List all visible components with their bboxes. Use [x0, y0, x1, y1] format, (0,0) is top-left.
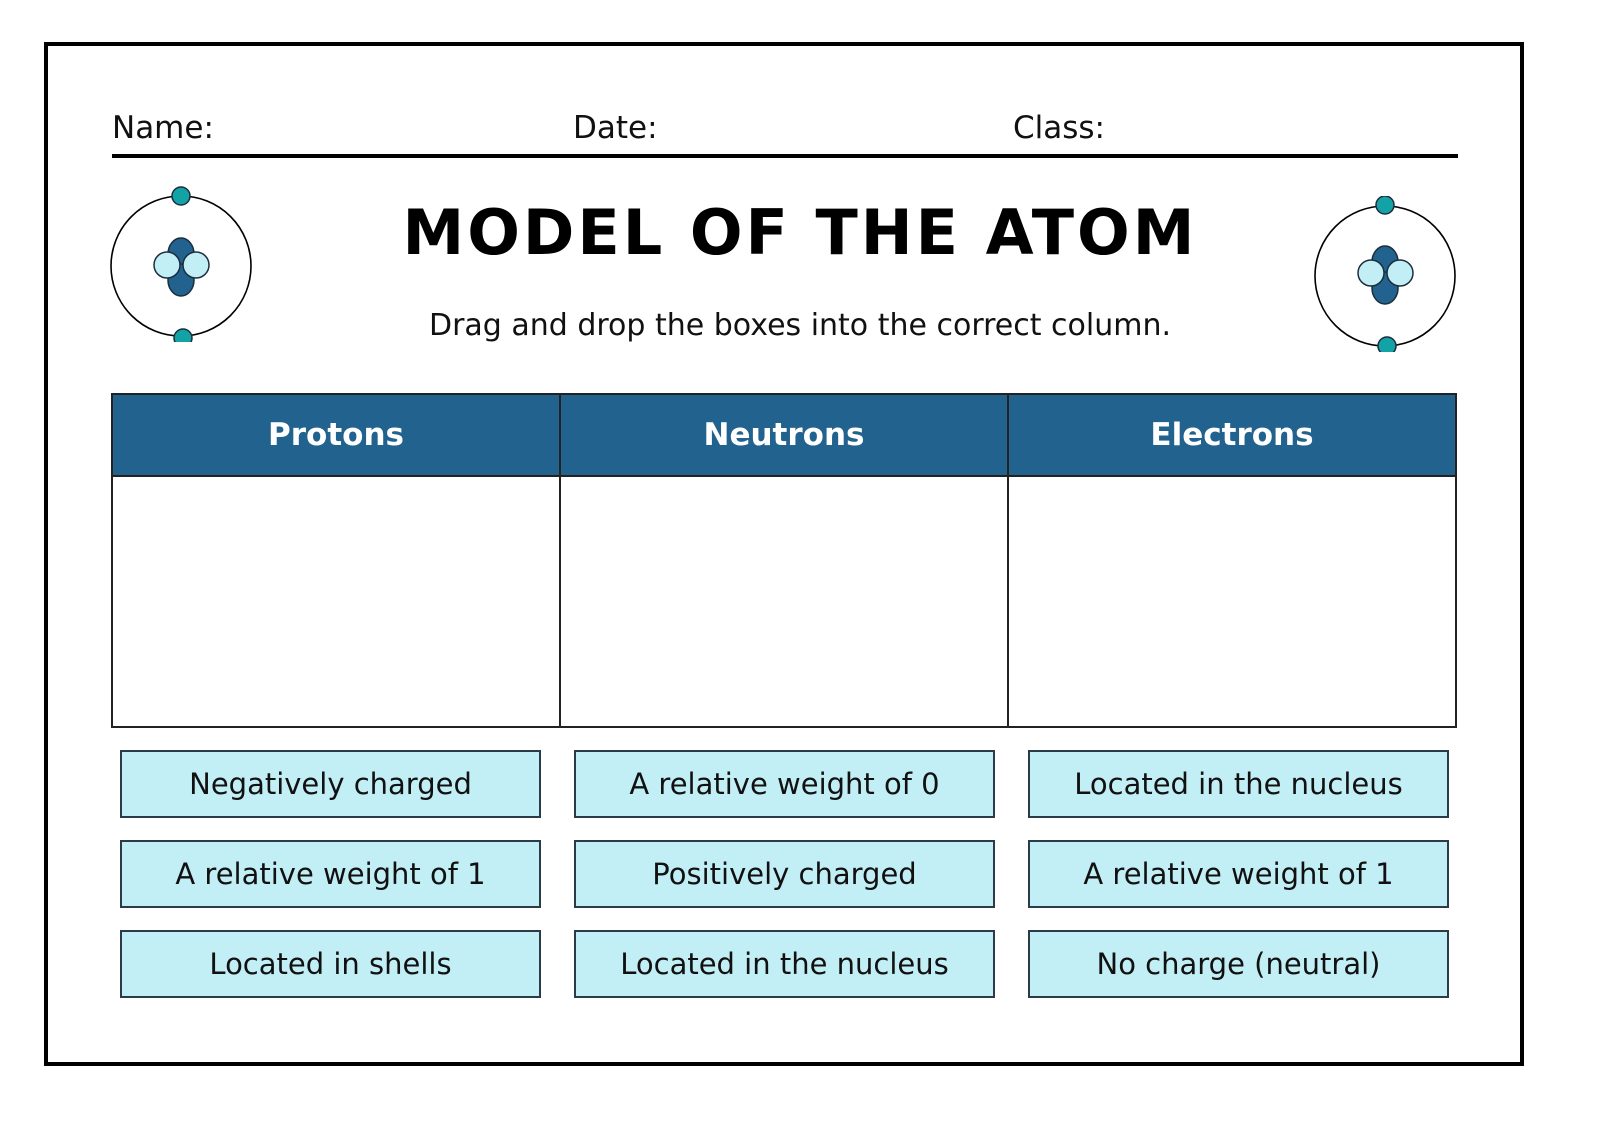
atom-icon: [108, 186, 254, 348]
draggable-card[interactable]: Positively charged: [574, 840, 995, 908]
class-label: Class:: [1013, 110, 1106, 146]
neutrons-column: Neutrons: [561, 395, 1009, 726]
protons-header: Protons: [113, 395, 559, 477]
student-info-line: Name: Date: Class:: [112, 108, 1458, 158]
electrons-column: Electrons: [1009, 395, 1455, 726]
sorting-table: Protons Neutrons Electrons: [111, 393, 1457, 728]
draggable-card[interactable]: Located in shells: [120, 930, 541, 998]
draggable-card[interactable]: Negatively charged: [120, 750, 541, 818]
instructions-text: Drag and drop the boxes into the correct…: [428, 308, 1172, 343]
draggable-card[interactable]: A relative weight of 1: [1028, 840, 1449, 908]
page-title: MODEL OF THE ATOM: [402, 196, 1198, 269]
draggable-card[interactable]: Located in the nucleus: [1028, 750, 1449, 818]
neutrons-header: Neutrons: [561, 395, 1007, 477]
electrons-drop-zone[interactable]: [1009, 477, 1455, 726]
electrons-header: Electrons: [1009, 395, 1455, 477]
protons-drop-zone[interactable]: [113, 477, 559, 726]
draggable-card[interactable]: Located in the nucleus: [574, 930, 995, 998]
draggable-card[interactable]: No charge (neutral): [1028, 930, 1449, 998]
draggable-card[interactable]: A relative weight of 0: [574, 750, 995, 818]
name-label: Name:: [112, 110, 214, 146]
date-label: Date:: [573, 110, 658, 146]
draggable-card[interactable]: A relative weight of 1: [120, 840, 541, 908]
neutrons-drop-zone[interactable]: [561, 477, 1007, 726]
draggable-cards: Negatively charged A relative weight of …: [120, 750, 1449, 998]
protons-column: Protons: [113, 395, 561, 726]
atom-icon: [1312, 195, 1458, 356]
